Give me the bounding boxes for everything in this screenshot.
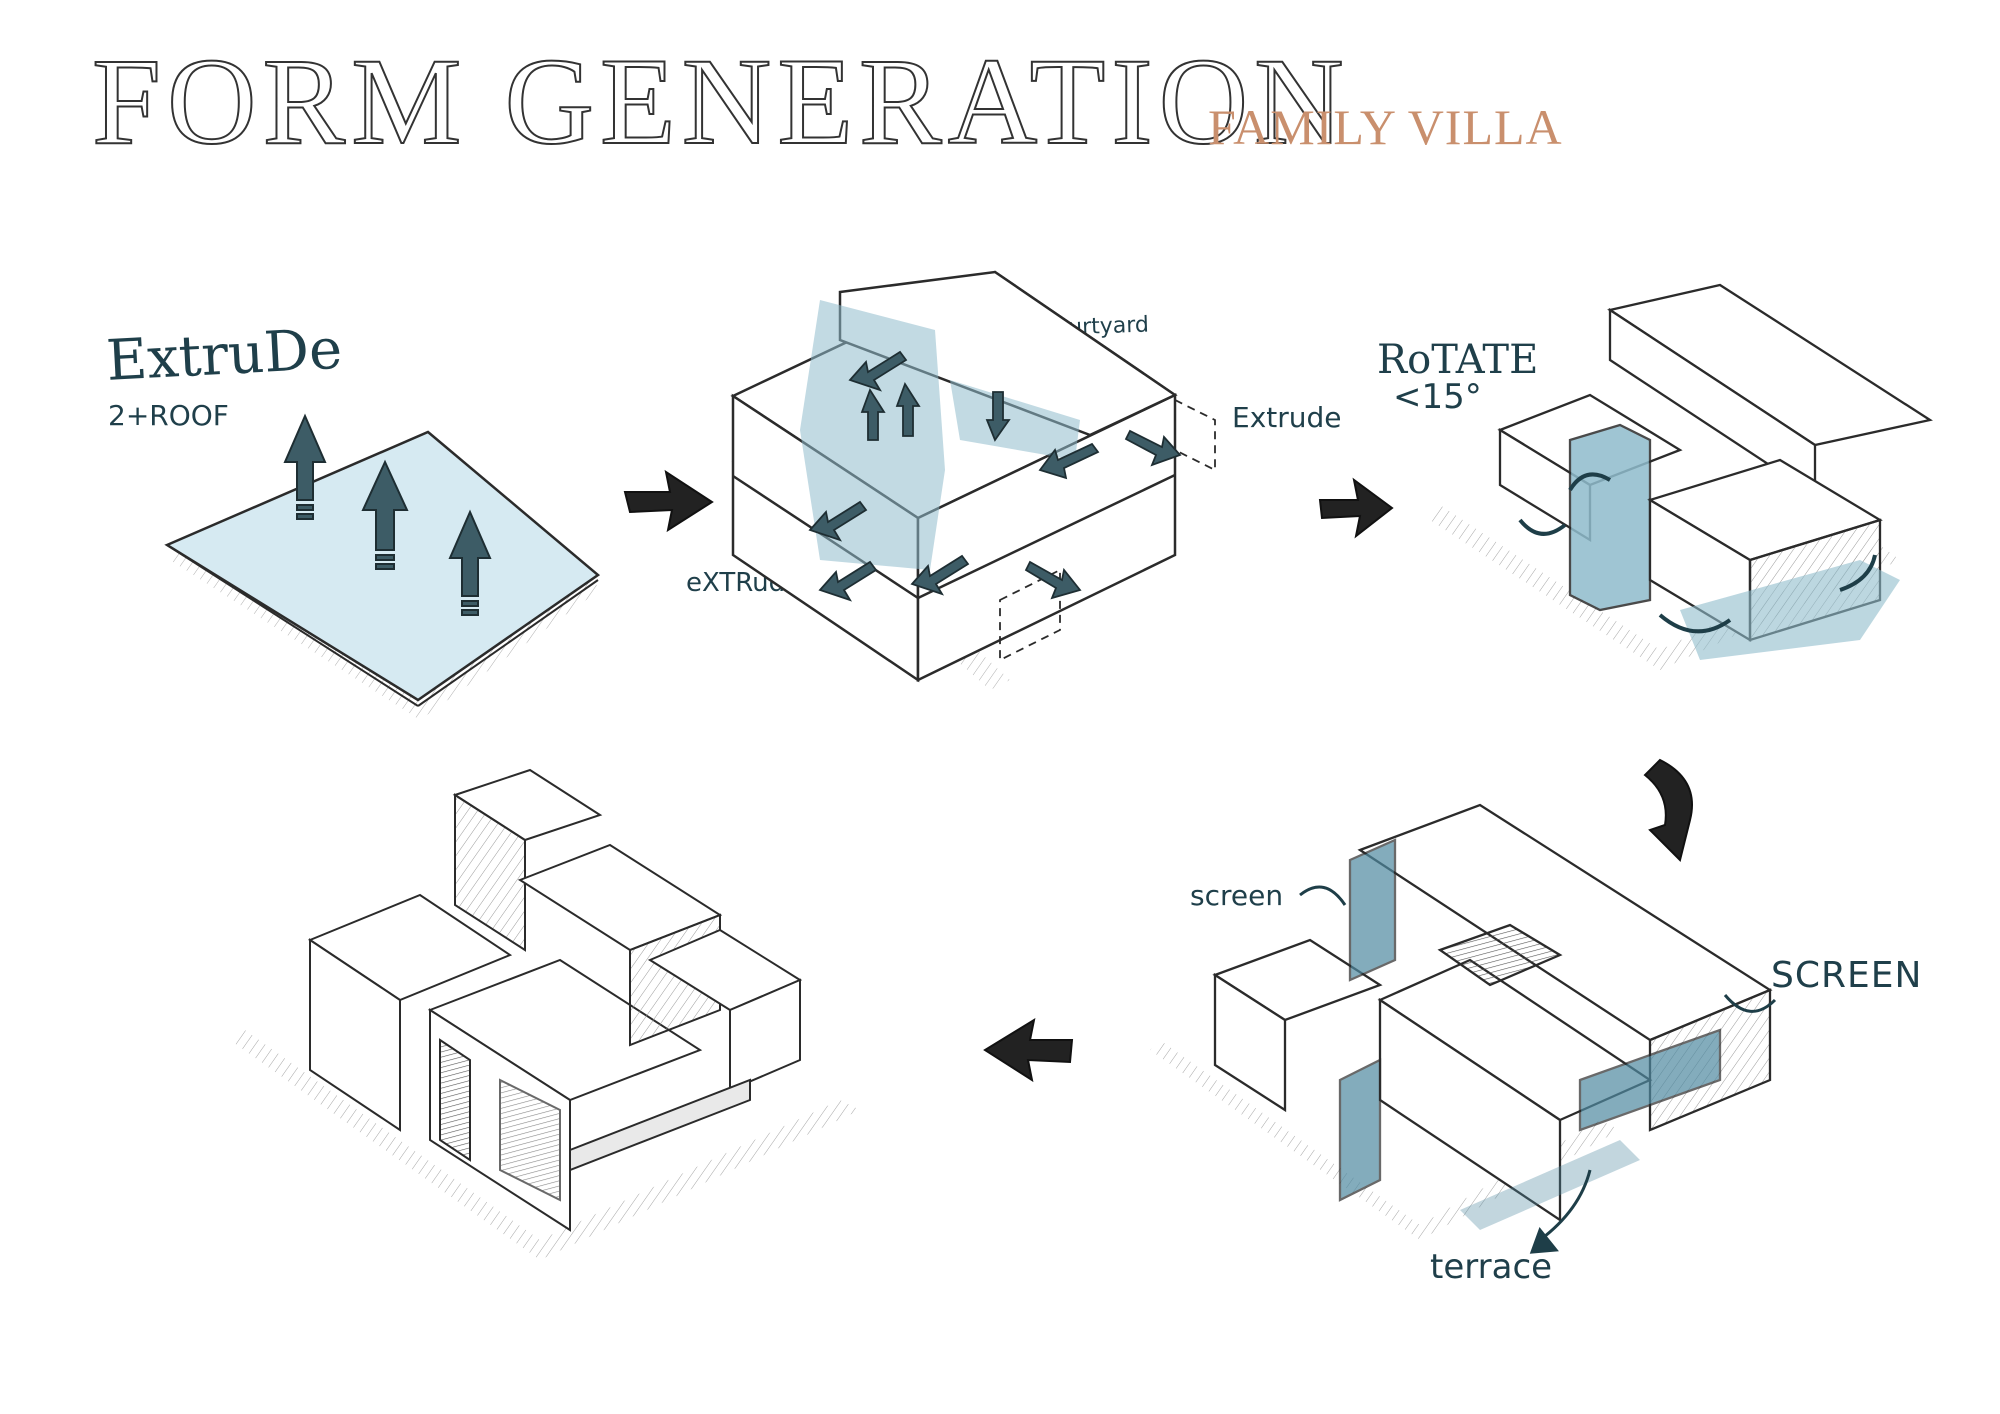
step4-callout-arrows: [1299, 885, 1777, 1254]
step4-courtyard-void: [1437, 923, 1563, 987]
step2-arrows: [808, 350, 1182, 602]
flow-arrow-3: [1643, 758, 1693, 862]
step5-terrace-deck: [569, 1078, 751, 1172]
step4-label-screen-right: SCREEN: [1771, 955, 1923, 996]
step4-screen-front: [1338, 1058, 1382, 1202]
step4-screen-left: [1348, 838, 1397, 982]
step1-arrow-1: [283, 413, 327, 520]
step5-tower-front: [454, 793, 526, 952]
page-title: FORM GENERATION: [91, 33, 1350, 170]
step5-diagram: [230, 768, 860, 1260]
step2-dashed-extension: [1174, 398, 1216, 472]
step4-label-terrace: terrace: [1430, 1247, 1553, 1287]
step5-glazing-2: [499, 1078, 561, 1202]
step4-screen-right: [1578, 1028, 1722, 1132]
step2-label-extrude-right: Extrude: [1232, 401, 1342, 434]
step4-shadow: [1150, 1040, 1620, 1240]
step2-courtyard-wash-2: [950, 380, 1080, 460]
step1-diagram: [164, 413, 601, 720]
step3-rotate-arrows: [1518, 472, 1877, 634]
step4-left-front: [1213, 972, 1287, 1113]
step1-plate-edge: [166, 544, 419, 707]
step4-label-screen-left: screen: [1190, 879, 1284, 912]
step3-base-wash: [1680, 560, 1900, 660]
step1-plate-edge-2: [417, 579, 599, 707]
step2-floor-line-2: [917, 473, 1176, 600]
step4-diagram: [1150, 803, 1773, 1240]
step3-label-angle: <15°: [1393, 377, 1482, 417]
step3-tower-wash: [1568, 423, 1652, 612]
flow-arrow-2: [1318, 477, 1394, 539]
page-subtitle: FAMILY VILLA: [1208, 99, 1563, 155]
step5-far-right-front: [729, 978, 801, 1092]
flow-arrow-4: [983, 1017, 1074, 1083]
step2-dashed-extension-2: [999, 568, 1061, 662]
flow-arrow-1: [623, 469, 714, 533]
step5-left-front: [309, 938, 401, 1132]
step2-diagram: [730, 270, 1216, 690]
step5-glazing: [439, 1038, 471, 1162]
step3-label-rotate: RoTATE: [1377, 337, 1539, 383]
step4-terrace-wash: [1460, 1140, 1640, 1230]
step1-label-floors: 2+ROOF: [108, 399, 229, 432]
step1-arrow-3: [448, 509, 492, 616]
step3-diagram: [1430, 283, 1933, 670]
step1-arrow-2: [361, 459, 409, 570]
